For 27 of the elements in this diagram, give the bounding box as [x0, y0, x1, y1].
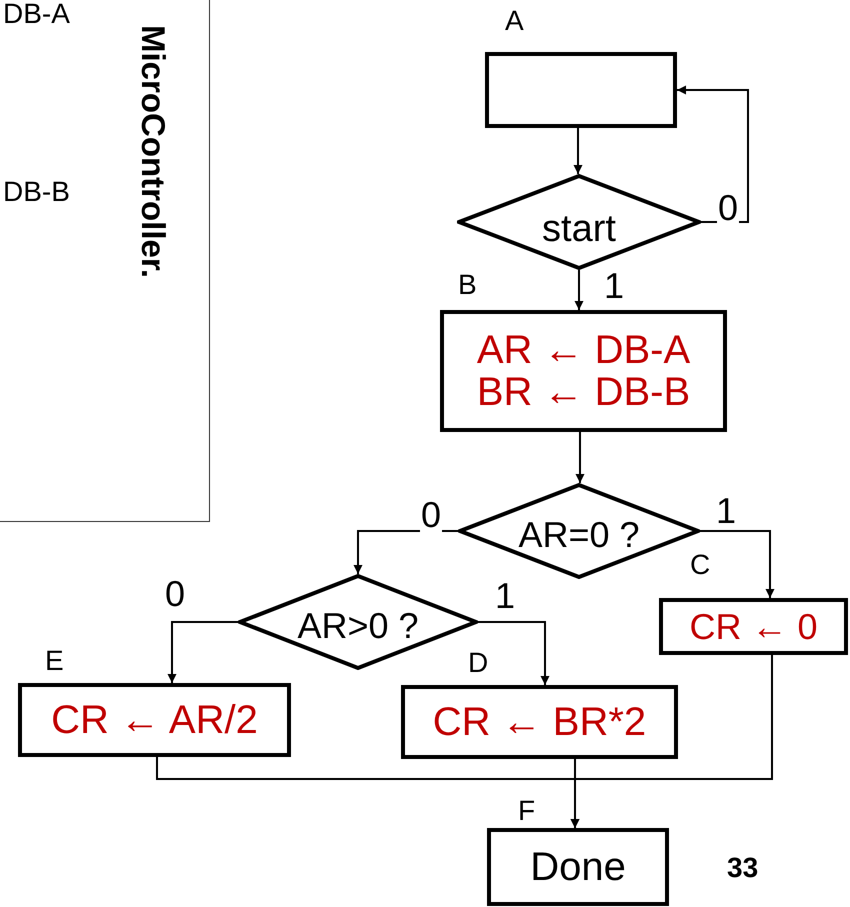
box-text: Done	[530, 846, 626, 888]
step-label: D	[468, 648, 488, 678]
arrow	[478, 621, 550, 685]
bus-label: DB-B	[3, 177, 70, 207]
step-label: F	[518, 796, 536, 826]
step-label: C	[690, 550, 710, 580]
box-text: CR ← AR/2	[51, 699, 258, 741]
arrow	[168, 621, 238, 683]
page-number: 33	[727, 853, 758, 883]
arrow	[700, 530, 774, 598]
step-label: E	[45, 646, 64, 676]
arrow	[574, 270, 584, 310]
step-label: A	[505, 6, 524, 36]
decision-text: start	[542, 210, 616, 250]
arrow	[576, 432, 584, 483]
decision-text: AR>0 ?	[297, 607, 419, 645]
box-text: AR ← DB-A	[476, 329, 690, 371]
vertical-title: MicroController.	[135, 25, 171, 278]
bus-label: DB-A	[3, 0, 70, 29]
arrow	[570, 655, 773, 828]
box-text: BR ← DB-B	[476, 371, 690, 413]
arrow	[677, 86, 749, 223]
box-text: CR ← 0	[689, 608, 818, 646]
box-text: CR ← BR*2	[432, 701, 646, 743]
arrow	[574, 128, 582, 174]
decision-text: AR=0 ?	[518, 516, 640, 554]
step-label: B	[458, 270, 477, 300]
